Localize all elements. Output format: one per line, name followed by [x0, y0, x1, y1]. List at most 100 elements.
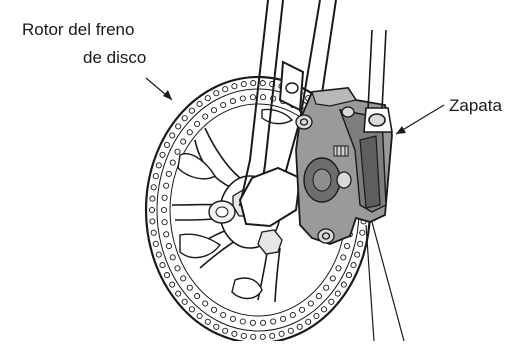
rotor-vent-hole: [241, 82, 246, 87]
rotor-vent-hole: [162, 195, 167, 200]
rotor-vent-hole: [151, 185, 156, 190]
rotor-vent-hole: [251, 334, 256, 339]
rotor-vent-hole: [164, 273, 169, 278]
rotor-vent-hole: [271, 319, 276, 324]
rotor-vent-hole: [187, 130, 192, 135]
rotor-vent-hole: [358, 241, 363, 246]
rotor-vent-hole: [260, 81, 265, 86]
rotor-vent-hole: [164, 142, 169, 147]
rotor-vent-hole: [149, 207, 154, 212]
rotor-vent-hole: [181, 139, 186, 144]
rotor-vent-hole: [164, 232, 169, 237]
rotor-vent-hole: [351, 263, 356, 268]
rotor-vent-hole: [251, 81, 256, 86]
rotor-vent-hole: [166, 244, 171, 249]
rotor-vent-hole: [290, 312, 295, 317]
rotor-vent-hole: [270, 333, 275, 338]
rotor-vent-hole: [153, 174, 158, 179]
rotor-vent-hole: [330, 276, 335, 281]
rotor-vent-hole: [223, 87, 228, 92]
rotor-vent-hole: [316, 294, 321, 299]
rotor-vent-hole: [150, 219, 155, 224]
rotor-vent-hole: [279, 331, 284, 336]
rotor-vent-hole: [306, 319, 311, 324]
rotor-vent-hole: [250, 95, 255, 100]
rotor-vent-hole: [189, 307, 194, 312]
rotor-vent-hole: [195, 294, 200, 299]
rotor-vent-hole: [221, 312, 226, 317]
rotor-vent-hole: [230, 99, 235, 104]
rotor-vent-hole: [160, 152, 165, 157]
rotor-vent-hole: [324, 285, 329, 290]
pad-arrowhead: [396, 126, 406, 134]
rotor-vent-hole: [156, 163, 161, 168]
rotor-vent-hole: [182, 299, 187, 304]
rotor-vent-hole: [341, 282, 346, 287]
rotor-label-line-1: Rotor del freno: [22, 19, 134, 40]
rotor-vent-hole: [223, 328, 228, 333]
rotor-vent-hole: [176, 291, 181, 296]
rotor-vent-hole: [261, 320, 266, 325]
rotor-vent-hole: [164, 183, 169, 188]
rotor-vent-hole: [205, 96, 210, 101]
rotor-vent-hole: [260, 334, 265, 339]
rotor-vent-hole: [160, 263, 165, 268]
rotor-vent-hole: [346, 273, 351, 278]
rotor-vent-hole: [182, 116, 187, 121]
rotor-vent-hole: [214, 324, 219, 329]
rotor-vent-hole: [203, 301, 208, 306]
rotor-vent-hole: [170, 255, 175, 260]
rotor-vent-hole: [170, 282, 175, 287]
rotor-vent-hole: [288, 328, 293, 333]
rotor-vent-hole: [308, 301, 313, 306]
rotor-vent-hole: [336, 266, 341, 271]
rotor-vent-hole: [250, 320, 255, 325]
rotor-vent-hole: [281, 316, 286, 321]
rotor-vent-hole: [232, 331, 237, 336]
rotor-vent-hole: [314, 313, 319, 318]
rotor-vent-hole: [153, 241, 158, 246]
rotor-arrowhead: [163, 90, 172, 100]
rotor-vent-hole: [240, 96, 245, 101]
brake-hose: [364, 30, 392, 132]
rotor-vent-hole: [335, 291, 340, 296]
rotor-vent-hole: [187, 285, 192, 290]
rotor-label-line-2: de disco: [83, 47, 146, 68]
rotor-vent-hole: [162, 220, 167, 225]
rotor-vent-hole: [175, 149, 180, 154]
rotor-vent-hole: [341, 255, 346, 260]
rotor-vent-hole: [329, 299, 334, 304]
rotor-vent-hole: [297, 324, 302, 329]
rotor-vent-hole: [214, 91, 219, 96]
rotor-vent-hole: [345, 244, 350, 249]
rotor-vent-hole: [322, 307, 327, 312]
caliper-adjuster: [334, 146, 348, 156]
rotor-vent-hole: [232, 84, 237, 89]
rotor-vent-hole: [205, 319, 210, 324]
rotor-vent-hole: [151, 230, 156, 235]
rotor-vent-hole: [241, 333, 246, 338]
rotor-vent-hole: [189, 108, 194, 113]
pad-label: Zapata: [449, 95, 502, 116]
rotor-vent-hole: [197, 313, 202, 318]
rotor-vent-hole: [221, 102, 226, 107]
rotor-vent-hole: [230, 316, 235, 321]
rotor-vent-hole: [355, 252, 360, 257]
rotor-vent-hole: [156, 252, 161, 257]
rotor-vent-hole: [170, 133, 175, 138]
rotor-vent-hole: [175, 266, 180, 271]
rotor-vent-hole: [299, 307, 304, 312]
rotor-vent-hole: [166, 171, 171, 176]
rotor-vent-hole: [203, 114, 208, 119]
rotor-vent-hole: [197, 101, 202, 106]
rotor-vent-hole: [211, 307, 216, 312]
rotor-vent-hole: [195, 121, 200, 126]
lower-leader-line-1: [366, 225, 374, 341]
lower-leader-line-2: [372, 222, 404, 341]
rotor-vent-hole: [360, 230, 365, 235]
rotor-vent-hole: [261, 95, 266, 100]
rotor-vent-hole: [150, 196, 155, 201]
rotor-vent-hole: [240, 319, 245, 324]
